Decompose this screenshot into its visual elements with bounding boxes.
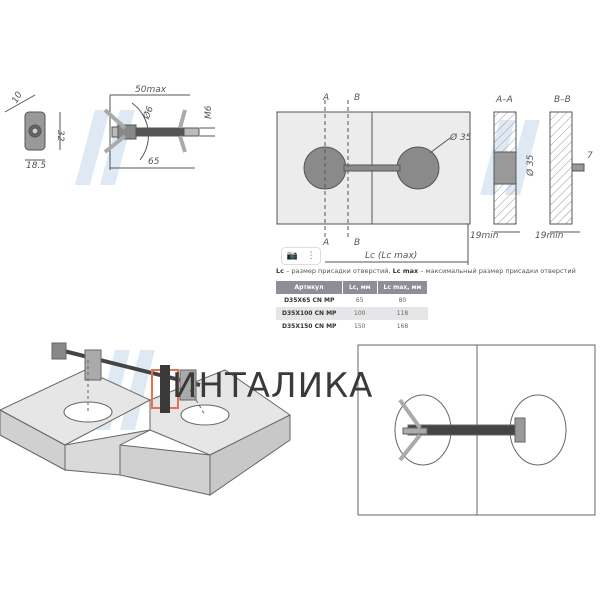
cell-lcmax: 118 (377, 307, 428, 320)
specs-table: Артикул Lc, мм Lc max, мм D35X65 CN MP 6… (276, 281, 429, 333)
company-logo: ИНТАЛИКА (172, 366, 374, 406)
section-mark-a-top: A (322, 93, 329, 103)
section-aa-label: A–A (495, 95, 513, 105)
dim-lc: Lc (Lc max) (365, 251, 417, 261)
isometric-view (0, 342, 291, 496)
section-mark-b-bottom: B (354, 238, 360, 248)
dim-18-5: 18.5 (26, 161, 46, 171)
boards-plan-view (276, 100, 471, 265)
header-article: Артикул (276, 281, 343, 294)
assembled-plan-view (357, 344, 596, 516)
lcmax-text: – максимальный размер присадки отверстий (418, 267, 576, 275)
dim-section-35: Ø 35 (525, 154, 536, 177)
logo-mark (151, 365, 179, 413)
dim-m6: M6 (204, 105, 214, 119)
table-row: D35X100 CN MP 100 118 (276, 307, 428, 320)
cell-lc: 65 (355, 297, 364, 304)
table-row: D35X150 CN MP 150 168 (276, 320, 428, 333)
cell-lc: 150 (354, 323, 366, 330)
header-lcmax: Lc max, мм (377, 281, 429, 294)
section-bb-label: B–B (554, 95, 571, 105)
dim-19min-b: 19min (535, 231, 564, 241)
dim-7: 7 (587, 151, 593, 161)
lc-term: Lc (276, 267, 284, 275)
bolt-side-view (103, 94, 215, 170)
more-vertical-icon[interactable]: ⋮ (306, 251, 316, 261)
cell-article: D35X100 CN MP (276, 307, 343, 320)
cell-lc: 100 (342, 307, 378, 320)
dim-32: 32 (55, 130, 65, 142)
legend-caption: Lc – размер присадки отверстий, Lc max –… (276, 267, 576, 275)
lc-text: – размер присадки отверстий, (284, 267, 393, 275)
cell-article: D35X65 CN MP (284, 297, 335, 304)
camera-icon[interactable]: 📷 (286, 251, 298, 261)
cell-lcmax: 168 (396, 323, 409, 330)
lcmax-term: Lc max (392, 267, 419, 275)
dim-19min-a: 19min (470, 231, 499, 241)
section-a-a (493, 111, 520, 233)
cell-article: D35X150 CN MP (282, 323, 337, 330)
dim-hole-35: Ø 35 (449, 132, 472, 143)
table-row: D35X65 CN MP 65 80 (276, 294, 428, 307)
section-mark-b-top: B (354, 93, 360, 103)
dim-50max: 50max (135, 85, 167, 95)
section-b-b (549, 111, 585, 233)
dim-10: 10 (10, 90, 25, 105)
cell-lcmax: 80 (398, 297, 407, 304)
image-toolbar: 📷 ⋮ (281, 247, 321, 265)
nut-front-view (4, 94, 61, 161)
dim-65: 65 (148, 157, 160, 167)
section-mark-a-bottom: A (322, 238, 329, 248)
dim-diameter-6: Ø6 (141, 104, 156, 121)
header-lc: Lc, мм (342, 281, 378, 294)
